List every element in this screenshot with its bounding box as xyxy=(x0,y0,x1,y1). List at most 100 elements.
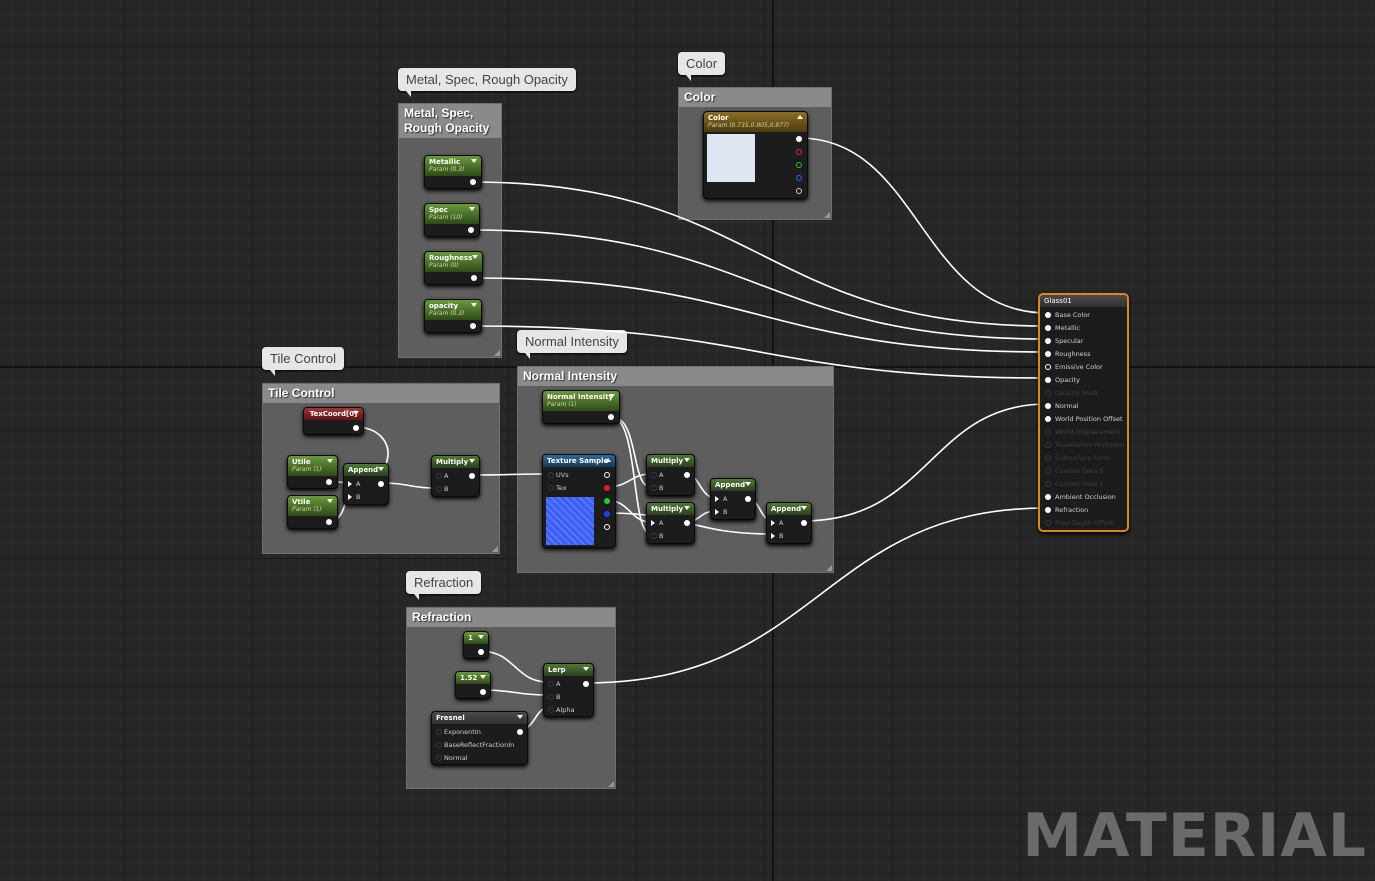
node-header[interactable]: Multiply xyxy=(432,456,479,468)
output-pin[interactable] xyxy=(583,681,589,687)
output-pin-g[interactable] xyxy=(604,498,610,504)
input-pin-normal[interactable] xyxy=(436,755,442,761)
input-pin-a[interactable] xyxy=(651,520,655,526)
output-pin-b[interactable] xyxy=(796,175,802,181)
result-input-pin[interactable] xyxy=(1045,338,1051,344)
input-pin-uvs[interactable] xyxy=(548,472,554,478)
input-pin-b[interactable] xyxy=(436,486,442,492)
collapse-caret-icon[interactable] xyxy=(745,482,751,486)
lerp-node[interactable]: Lerp A B Alpha xyxy=(543,663,594,717)
output-pin-r[interactable] xyxy=(796,149,802,155)
input-pin-b[interactable] xyxy=(771,533,775,539)
result-input-pin[interactable] xyxy=(1045,351,1051,357)
node-header[interactable]: Append xyxy=(767,503,811,515)
result-input-pin[interactable] xyxy=(1045,325,1051,331)
collapse-caret-icon[interactable] xyxy=(517,715,523,719)
resize-handle[interactable] xyxy=(826,565,832,571)
result-input-pin[interactable] xyxy=(1045,442,1051,448)
resize-handle[interactable] xyxy=(608,781,614,787)
collapse-caret-icon[interactable] xyxy=(471,303,477,307)
collapse-caret-icon[interactable] xyxy=(609,394,615,398)
collapse-caret-icon[interactable] xyxy=(480,675,486,679)
output-pin[interactable] xyxy=(353,425,359,431)
node-header[interactable]: Fresnel xyxy=(432,712,527,724)
multiply-node-r[interactable]: Multiply A B xyxy=(646,454,695,496)
result-input-pin[interactable] xyxy=(1045,416,1051,422)
input-pin-a[interactable] xyxy=(348,481,352,487)
input-pin-tex[interactable] xyxy=(548,485,554,491)
collapse-caret-icon[interactable] xyxy=(605,458,611,462)
input-pin-b[interactable] xyxy=(651,533,657,539)
node-header[interactable]: Append xyxy=(711,479,755,491)
output-pin[interactable] xyxy=(471,275,477,281)
output-pin-rgb[interactable] xyxy=(604,472,610,478)
output-pin-g[interactable] xyxy=(796,162,802,168)
collapse-caret-icon[interactable] xyxy=(469,459,475,463)
collapse-caret-icon[interactable] xyxy=(684,458,690,462)
collapse-caret-icon[interactable] xyxy=(478,635,484,639)
output-pin-rgb[interactable] xyxy=(796,136,802,142)
collapse-caret-icon[interactable] xyxy=(327,499,333,503)
result-input-pin[interactable] xyxy=(1045,455,1051,461)
resize-handle[interactable] xyxy=(494,350,500,356)
node-header[interactable]: Glass01 xyxy=(1040,295,1127,307)
resize-handle[interactable] xyxy=(824,212,830,218)
input-pin-b[interactable] xyxy=(715,509,719,515)
collapse-caret-icon[interactable] xyxy=(472,255,478,259)
output-pin-a[interactable] xyxy=(604,524,610,530)
collapse-caret-icon[interactable] xyxy=(684,506,690,510)
node-header[interactable]: 1 xyxy=(464,632,488,644)
input-pin-alpha[interactable] xyxy=(548,707,554,713)
result-input-pin[interactable] xyxy=(1045,507,1051,513)
constant-152-node[interactable]: 1.52 xyxy=(455,671,491,699)
append-node-rgb[interactable]: Append A B xyxy=(766,502,812,544)
result-input-pin[interactable] xyxy=(1045,520,1051,526)
node-header[interactable]: Lerp xyxy=(544,664,593,676)
output-pin-b[interactable] xyxy=(604,511,610,517)
multiply-node-g[interactable]: Multiply A B xyxy=(646,502,695,544)
output-pin[interactable] xyxy=(684,520,690,526)
output-pin[interactable] xyxy=(468,227,474,233)
collapse-caret-icon[interactable] xyxy=(469,207,475,211)
result-input-pin[interactable] xyxy=(1045,377,1051,383)
output-pin[interactable] xyxy=(326,479,332,485)
texture-sample-node[interactable]: Texture Sample UVs Tex xyxy=(542,454,616,548)
input-pin-a[interactable] xyxy=(548,681,554,687)
output-pin[interactable] xyxy=(378,481,384,487)
node-header[interactable]: Multiply xyxy=(647,503,694,515)
result-input-pin[interactable] xyxy=(1045,494,1051,500)
collapse-caret-icon[interactable] xyxy=(327,459,333,463)
result-input-pin[interactable] xyxy=(1045,390,1051,396)
multiply-node-tile[interactable]: Multiply A B xyxy=(431,455,480,497)
node-header[interactable]: Append xyxy=(344,464,388,476)
collapse-caret-icon[interactable] xyxy=(471,159,477,163)
input-pin-b[interactable] xyxy=(348,494,352,500)
output-pin[interactable] xyxy=(745,496,751,502)
resize-handle[interactable] xyxy=(492,546,498,552)
node-header[interactable]: 1.52 xyxy=(456,672,490,684)
collapse-caret-icon[interactable] xyxy=(801,506,807,510)
constant-1-node[interactable]: 1 xyxy=(463,631,489,659)
node-header[interactable]: Multiply xyxy=(647,455,694,467)
input-pin-a[interactable] xyxy=(651,472,657,478)
fresnel-node[interactable]: Fresnel ExponentIn BaseReflectFractionIn… xyxy=(431,711,528,765)
input-pin-a[interactable] xyxy=(771,520,775,526)
collapse-caret-icon[interactable] xyxy=(378,467,384,471)
output-pin-r[interactable] xyxy=(604,485,610,491)
result-input-pin[interactable] xyxy=(1045,312,1051,318)
result-input-pin[interactable] xyxy=(1045,481,1051,487)
result-input-pin[interactable] xyxy=(1045,468,1051,474)
input-pin-a[interactable] xyxy=(715,496,719,502)
